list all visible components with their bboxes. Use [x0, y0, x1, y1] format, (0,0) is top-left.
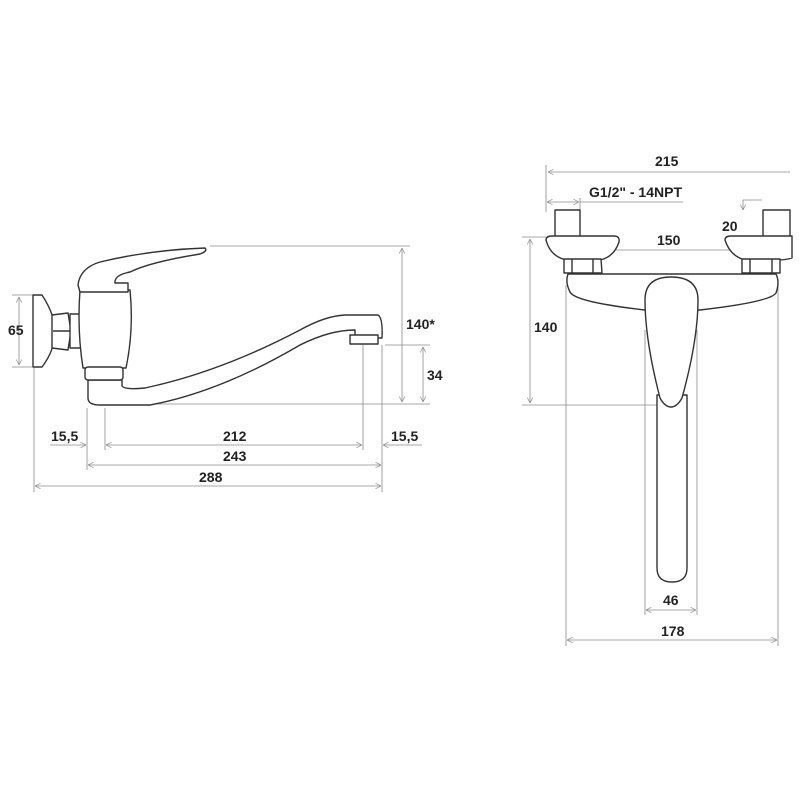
- dim-flange-height: 65: [8, 322, 24, 338]
- dim-spout-height: 34: [427, 367, 443, 383]
- dim-overall-width: 215: [655, 153, 679, 169]
- dim-body-width: 178: [661, 623, 685, 639]
- left-inlet-stem: [554, 209, 581, 239]
- hex-nut: [51, 312, 72, 351]
- dim-body-to-spout: 243: [223, 448, 247, 464]
- dim-spout-reach: 212: [223, 428, 247, 444]
- dim-thread: G1/2" - 14NPT: [589, 184, 682, 200]
- right-inlet-stem: [762, 209, 791, 239]
- dim-overall-length: 288: [199, 469, 223, 485]
- side-dimension-lines: [12, 245, 430, 492]
- right-hex-nut: [741, 258, 781, 274]
- spout-front: [656, 394, 688, 583]
- lever-handle: [77, 247, 207, 293]
- dim-flange-depth: 20: [722, 218, 738, 234]
- dim-offset-left: 15,5: [51, 428, 78, 444]
- aerator: [349, 334, 379, 345]
- valve-body: [78, 289, 133, 369]
- dim-height-total: 140*: [406, 316, 435, 332]
- body-ring: [84, 366, 124, 381]
- spout-side: [87, 314, 383, 406]
- side-view: 65 140* 34 15,5 212 15,5 243 288: [8, 245, 443, 492]
- left-wall-flange: [545, 235, 620, 261]
- dim-inlet-spacing: 150: [657, 232, 681, 248]
- dim-spout-width: 46: [663, 592, 679, 608]
- right-wall-flange: [724, 235, 793, 261]
- front-view: 215 G1/2" - 14NPT 20 150 140 46 178: [522, 153, 793, 646]
- dim-height: 140: [534, 319, 558, 335]
- dim-offset-right: 15,5: [391, 428, 418, 444]
- lever-front: [644, 276, 699, 408]
- left-hex-nut: [563, 258, 603, 274]
